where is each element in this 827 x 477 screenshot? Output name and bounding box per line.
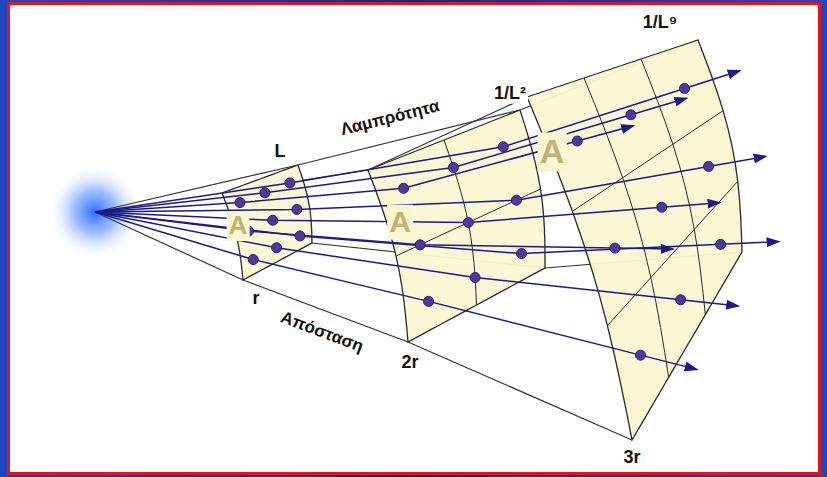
photon-dot [657,202,667,212]
watermark-holder: A [538,132,567,171]
photon-dot [285,178,295,188]
cone-edge [95,212,243,280]
photon-dot [470,273,480,283]
axis-label: Απόσταση [276,307,368,357]
brightness-label: 1/L⁹ [641,12,680,33]
watermark-holder: A [387,205,413,240]
photon-dot [399,183,409,193]
distance-label-holder: r [250,288,261,309]
axis-label-holder: Απόσταση [276,307,368,357]
light-ray [95,71,740,212]
photon-dot [676,295,686,305]
light-ray [95,212,738,306]
distance-label: 3r [621,447,642,468]
axis-label: Λαμπρότητα [337,96,444,140]
photon-dot [517,249,527,259]
photon-dot [498,142,508,152]
distance-label-holder: 2r [399,352,420,373]
photon-dot [268,215,278,225]
watermark: A [387,205,413,240]
watermark: A [227,211,250,241]
light-ray [95,212,779,254]
photon-dot [448,163,458,173]
distance-label-holder: 3r [621,447,642,468]
brightness-label-holder: L [273,141,288,162]
light-ray [95,212,673,249]
light-ray [95,126,633,212]
photon-dot [295,231,305,241]
watermark: A [538,132,567,171]
photon-dot [572,136,582,146]
brightness-label-holder: 1/L⁹ [641,12,680,33]
photon-dot [260,188,270,198]
photon-dot [248,255,258,265]
photon-dot [272,243,282,253]
photon-dot [626,110,636,120]
grid-line [584,78,669,377]
area-panel [527,40,742,440]
axis-label-holder: Λαμπρότητα [337,96,444,140]
brightness-label-holder: 1/L² [492,83,528,104]
photon-dot [292,204,302,214]
area-panel [368,110,545,342]
photon-dot [704,161,714,171]
grid-line [641,59,705,315]
photon-dot [511,195,521,205]
photon-dot [680,83,690,93]
photon-dot [463,218,473,228]
distance-label: 2r [399,352,420,373]
distance-label: r [250,288,261,309]
light-ray [95,156,766,212]
photon-dot [636,350,646,360]
brightness-label: 1/L² [492,83,528,104]
photon-dot [424,296,434,306]
photon-dot [716,239,726,249]
watermark-holder: A [227,211,250,241]
photon-dot [415,240,425,250]
photon-dot [235,198,245,208]
photon-dot [610,243,620,253]
brightness-label: L [273,141,288,162]
